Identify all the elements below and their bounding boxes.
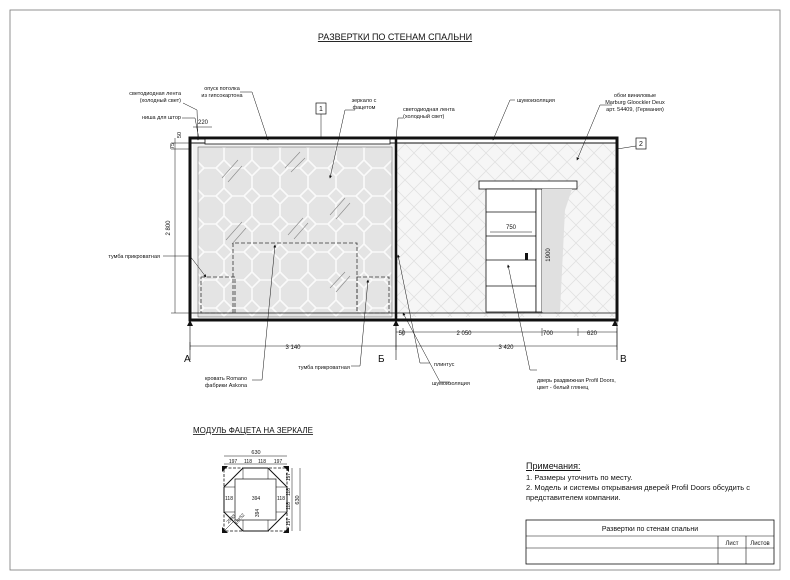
module-dim-118-r2: 118	[286, 502, 292, 510]
module-dim-118-b: 118	[258, 459, 266, 465]
label-door: дверь раздвижная Profil Doors,цвет - бел…	[537, 378, 616, 391]
module-dim-167: 167	[234, 516, 243, 525]
axis-a: А	[184, 354, 191, 365]
mirror-panel	[197, 146, 393, 318]
label-wallpaper-1: обои виниловые	[614, 93, 656, 99]
label-nightstand-right: тумба прикроватная	[298, 365, 350, 371]
module-dim-394-v: 394	[255, 509, 261, 518]
dim-50-top: 50	[177, 132, 183, 138]
stamp-name: Развертки по стенам спальни	[602, 526, 698, 533]
label-wallpaper-3: арт. 54409, (Германия)	[606, 107, 664, 113]
stamp-sheet: Лист	[725, 541, 738, 547]
floor-marker-c	[612, 320, 618, 326]
door-lintel	[478, 180, 578, 190]
module-dim-25: 25	[225, 517, 232, 524]
notes-item-1: 1. Размеры уточнить по месту.	[526, 473, 633, 482]
module-dim-197-r: 197	[286, 473, 292, 482]
label-led-cold-mid-2: (холодный свет)	[403, 113, 444, 120]
module-dim-197-b: 197	[274, 459, 283, 465]
label-led-cold-left: светодиодная лента(холодный свет)	[129, 91, 182, 104]
door-shadow	[542, 189, 572, 312]
label-bed-2: фабрики Askona	[205, 383, 248, 389]
module-dim-630-right: 630	[295, 495, 301, 504]
page-title: РАЗВЕРТКИ ПО СТЕНАМ СПАЛЬНИ	[318, 32, 472, 42]
dim-2050: 2 050	[456, 331, 472, 337]
module-dim-52: 52	[238, 512, 245, 519]
label-ceiling-drop-1: опуск потолка	[204, 86, 240, 92]
module-dim-197-a: 197	[229, 459, 238, 465]
dim-3420: 3 420	[498, 345, 514, 351]
room-frame	[188, 136, 619, 322]
label-led-cold-mid-1: светодиодная лента	[403, 107, 456, 113]
module-dim-118-r1: 118	[286, 488, 292, 496]
label-bed-1: кровать Romano	[205, 376, 247, 382]
module-dim-197-r2: 197	[286, 518, 292, 527]
door-frame-right	[535, 188, 543, 313]
label-led-cold-left-2: (холодный свет)	[140, 97, 181, 104]
module-dim-118-a: 118	[244, 459, 252, 465]
module-dim-118-side2: 118	[277, 496, 285, 502]
module-dim-83: 83	[229, 513, 236, 520]
facet-module: МОДУЛЬ ФАЦЕТА НА ЗЕРКАЛЕ 630 197 118	[193, 426, 313, 533]
module-dim-118-side: 118	[225, 496, 233, 502]
label-mirror-facet-2: фацетом	[353, 105, 376, 111]
module-dim-394: 394	[252, 496, 261, 502]
marker-2-box	[635, 137, 647, 150]
dim-50-bot: 50	[399, 331, 406, 337]
label-nightstand-left: тумба прикроватная	[108, 254, 160, 260]
marker-2: 2	[639, 141, 643, 148]
label-plinth: плинтус	[434, 362, 455, 368]
label-curtain-niche: ниша для штор	[142, 115, 181, 121]
label-mirror-facet-1: зеркало с	[352, 98, 377, 104]
label-door-1: дверь раздвижная Profil Doors,	[537, 378, 616, 384]
dim-75: 75	[170, 143, 176, 149]
label-led-cold-mid: светодиодная лента(холодный свет)	[403, 107, 456, 120]
nightstand-left-shape	[200, 276, 236, 314]
dim-750: 750	[506, 225, 517, 231]
dim-620: 620	[587, 331, 598, 337]
nightstand-right-shape	[356, 276, 390, 314]
label-soundproof-bottom: шумоизоляция	[432, 381, 470, 387]
axis-c: В	[620, 354, 627, 365]
dim-220: 220	[198, 120, 209, 126]
elevation-drawing: 750 1900 2 800 75 50 220 50 2 050 700 62…	[108, 86, 665, 391]
dim-700: 700	[543, 331, 554, 337]
label-ceiling-drop-2: из гипсокартона	[201, 93, 243, 99]
marker-1: 1	[319, 106, 323, 113]
label-led-cold-left-1: светодиодная лента	[129, 91, 182, 97]
ceiling-drop	[204, 138, 391, 145]
axis-b: Б	[378, 354, 385, 365]
module-title: МОДУЛЬ ФАЦЕТА НА ЗЕРКАЛЕ	[193, 426, 313, 435]
stamp-sheets: Листов	[750, 541, 770, 547]
label-wallpaper-2: Marburg Gloockler Deux	[605, 100, 665, 106]
notes-block: Примечания: 1. Размеры уточнить по месту…	[526, 461, 776, 503]
label-door-2: цвет - белый глянец	[537, 384, 589, 391]
dim-2800: 2 800	[166, 220, 172, 236]
door-leaf	[485, 188, 537, 313]
module-inner-square	[234, 478, 277, 521]
dim-3140: 3 140	[285, 345, 301, 351]
dim-1900: 1900	[546, 248, 552, 262]
mirror-reflections	[221, 151, 351, 293]
title-block: Развертки по стенам спальни Лист Листов	[525, 519, 775, 565]
sheet-frame	[9, 9, 781, 571]
notes-item-2: 2. Модель и системы открывания дверей Pr…	[526, 483, 750, 502]
label-soundproof-top: шумоизоляция	[517, 98, 555, 104]
module-dim-630-top: 630	[251, 450, 260, 456]
notes-head: Примечания:	[526, 461, 581, 471]
leader-lines	[163, 91, 612, 383]
door-handle	[525, 253, 528, 260]
